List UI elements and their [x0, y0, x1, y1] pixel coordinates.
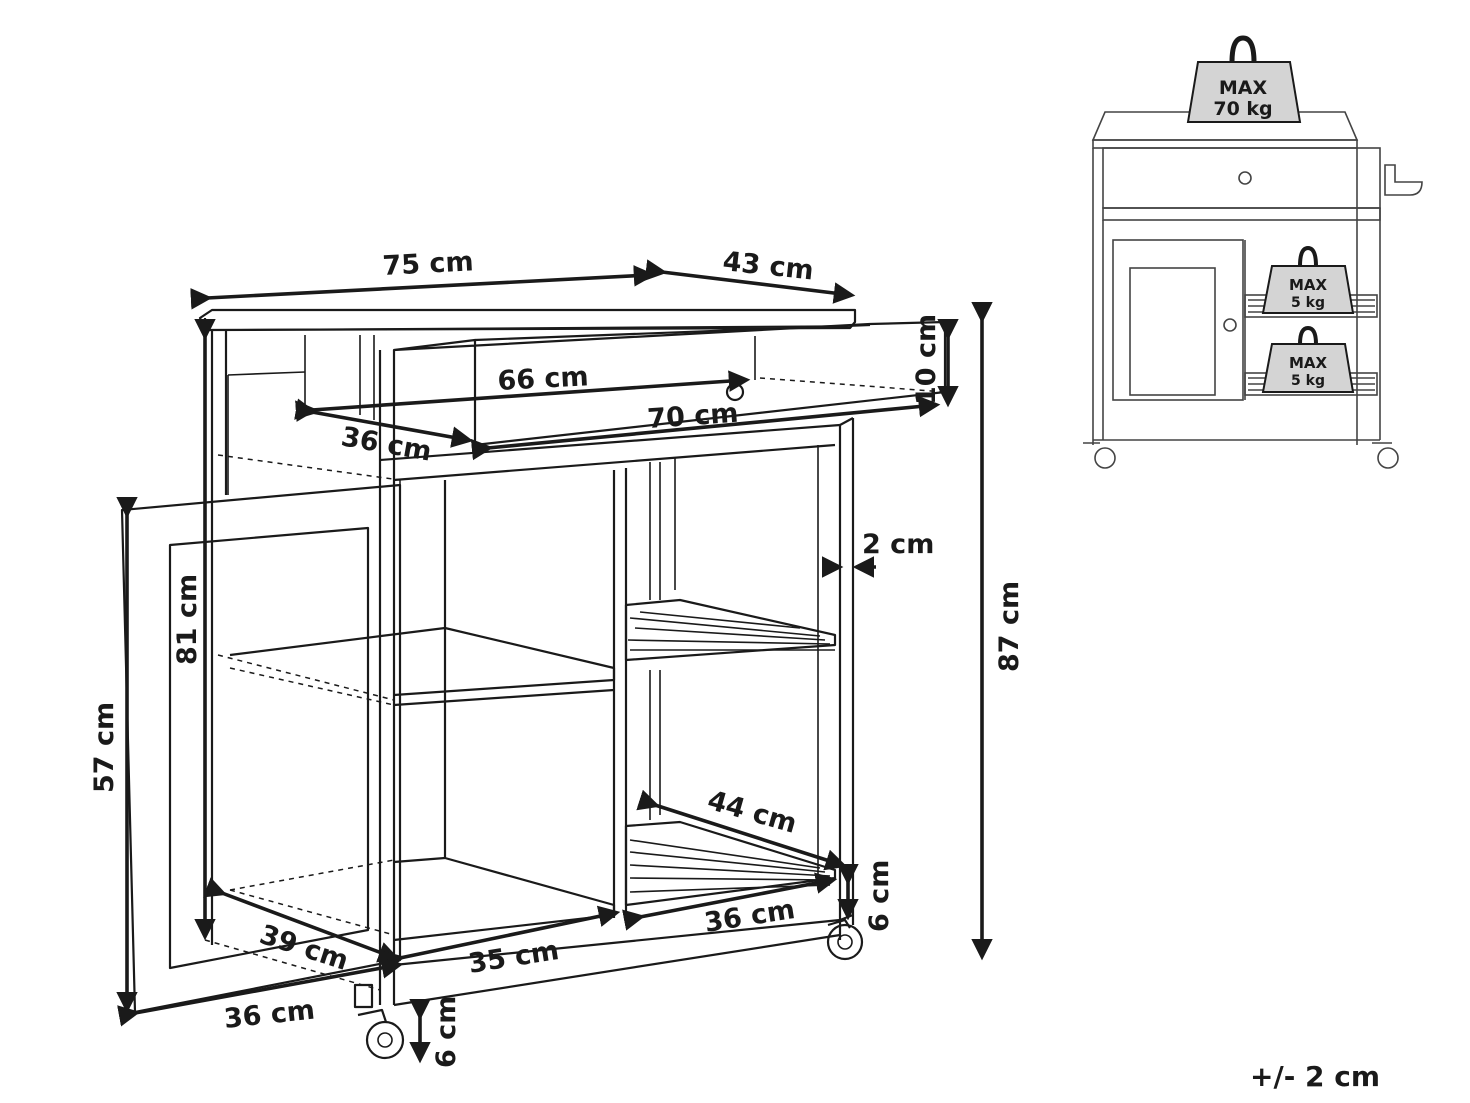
label-wheel-height-left: 6 cm	[431, 996, 462, 1068]
dimension-arrows	[116, 259, 993, 1064]
label-drawer-height: 10 cm	[911, 314, 942, 405]
wheel-front-right	[826, 918, 864, 961]
weight-lower-line1: MAX	[1289, 354, 1328, 372]
weight-upper-line2: 5 kg	[1291, 295, 1325, 311]
label-panel-thickness: 2 cm	[862, 529, 934, 560]
label-interior-height: 81 cm	[172, 574, 203, 665]
weight-lower-line2: 5 kg	[1291, 373, 1325, 389]
label-total-height: 87 cm	[994, 581, 1025, 672]
label-wheel-height-right: 6 cm	[864, 860, 895, 932]
dimension-labels: 75 cm 43 cm 66 cm 10 cm 70 cm 36 cm 2 cm…	[89, 246, 1025, 1068]
label-shelf-depth: 44 cm	[704, 785, 800, 840]
weight-icon-upper-shelf: MAX 5 kg	[1261, 245, 1355, 314]
label-door-width: 36 cm	[222, 995, 316, 1035]
tolerance-note: +/- 2 cm	[1250, 1060, 1381, 1093]
weight-upper-line1: MAX	[1289, 276, 1328, 294]
weight-icon-top: MAX 70 kg	[1186, 35, 1302, 123]
load-capacity-diagram: MAX 70 kg MAX 5 kg MAX 5 kg	[1083, 35, 1423, 469]
label-door-height: 57 cm	[89, 702, 120, 793]
label-drawer-depth: 36 cm	[339, 421, 434, 467]
label-top-width: 75 cm	[382, 246, 475, 282]
label-drawer-outer-width: 70 cm	[646, 398, 739, 435]
label-drawer-inner-width: 66 cm	[497, 361, 590, 397]
weight-top-line2: 70 kg	[1213, 98, 1272, 120]
weight-icon-lower-shelf: MAX 5 kg	[1261, 325, 1355, 393]
weight-top-line1: MAX	[1219, 77, 1268, 99]
